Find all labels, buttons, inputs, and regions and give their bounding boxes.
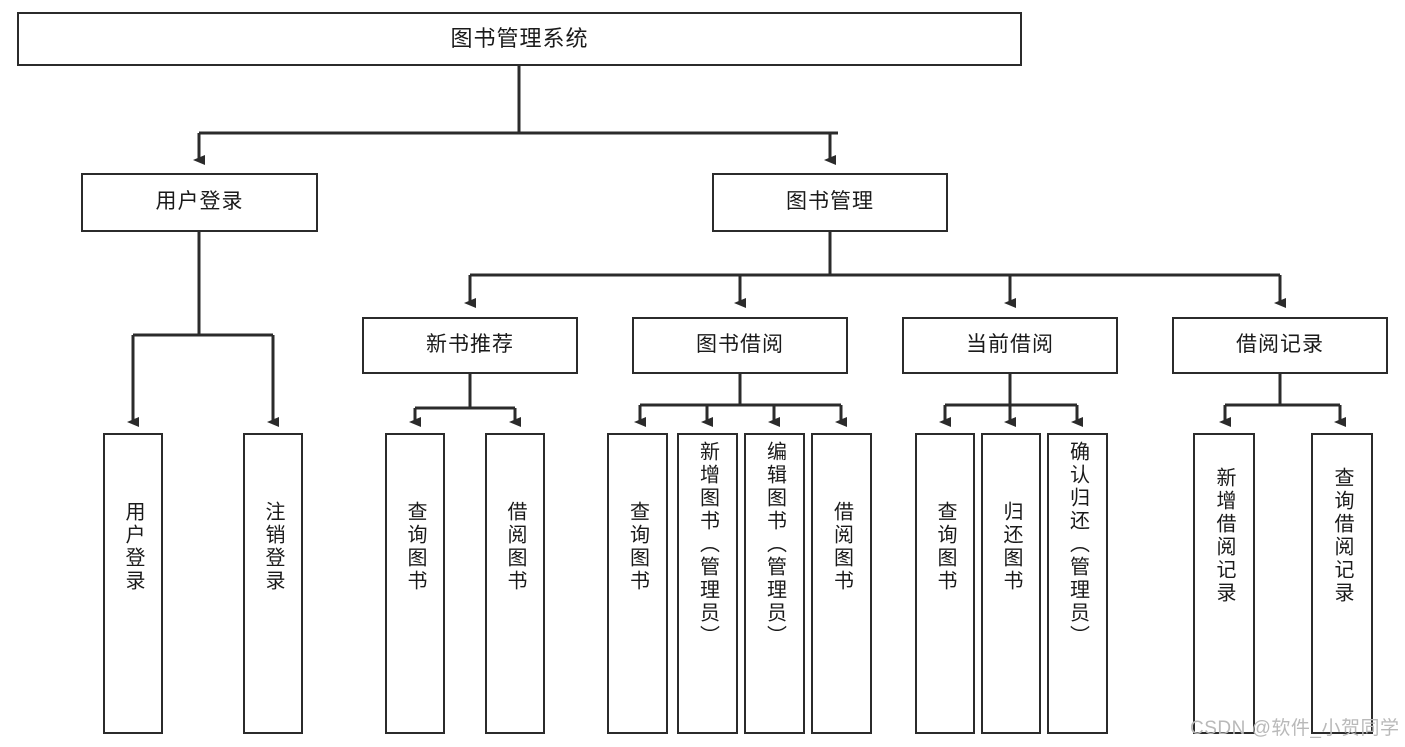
node-label: 查询借阅记录 xyxy=(1331,467,1353,605)
leaf-confirm-return[interactable]: 确认归还（管理员） xyxy=(1047,433,1108,734)
leaf-borrow-book-recommend[interactable]: 借阅图书 xyxy=(485,433,545,734)
node-label: 查询图书 xyxy=(626,501,649,593)
leaf-add-book[interactable]: 新增图书（管理员） xyxy=(677,433,738,734)
node-label: 查询图书 xyxy=(404,501,426,593)
node-book-borrow[interactable]: 图书借阅 xyxy=(632,317,848,374)
node-label: 新书推荐 xyxy=(426,333,514,357)
node-label: 注销登录 xyxy=(262,501,284,593)
node-label: 用户登录 xyxy=(122,501,144,593)
leaf-query-borrow-record[interactable]: 查询借阅记录 xyxy=(1311,433,1373,734)
node-label: 借阅图书 xyxy=(830,501,853,593)
leaf-query-book-recommend[interactable]: 查询图书 xyxy=(385,433,445,734)
node-label: 编辑图书（管理员） xyxy=(763,441,786,648)
node-label: 图书借阅 xyxy=(696,333,784,357)
node-user-login[interactable]: 用户登录 xyxy=(81,173,318,232)
leaf-add-borrow-record[interactable]: 新增借阅记录 xyxy=(1193,433,1255,734)
node-label: 确认归还（管理员） xyxy=(1066,441,1089,648)
leaf-return-book[interactable]: 归还图书 xyxy=(981,433,1041,734)
node-label: 图书管理系统 xyxy=(450,26,589,52)
node-label: 图书管理 xyxy=(786,190,874,214)
node-label: 新增借阅记录 xyxy=(1213,467,1235,605)
csdn-watermark: CSDN @软件_小贺同学 xyxy=(1190,718,1400,739)
node-label: 查询图书 xyxy=(934,501,956,593)
node-new-book-recommend[interactable]: 新书推荐 xyxy=(362,317,578,374)
node-borrow-record[interactable]: 借阅记录 xyxy=(1172,317,1388,374)
node-current-borrow[interactable]: 当前借阅 xyxy=(902,317,1118,374)
node-label: 归还图书 xyxy=(1000,501,1022,593)
node-label: 当前借阅 xyxy=(966,333,1054,357)
leaf-query-book-borrow[interactable]: 查询图书 xyxy=(607,433,668,734)
leaf-user-login[interactable]: 用户登录 xyxy=(103,433,163,734)
node-label: 借阅记录 xyxy=(1236,333,1324,357)
leaf-edit-book[interactable]: 编辑图书（管理员） xyxy=(744,433,805,734)
leaf-borrow-book[interactable]: 借阅图书 xyxy=(811,433,872,734)
node-book-management[interactable]: 图书管理 xyxy=(712,173,948,232)
leaf-query-book-current[interactable]: 查询图书 xyxy=(915,433,975,734)
node-label: 借阅图书 xyxy=(504,501,526,593)
node-label: 用户登录 xyxy=(155,190,244,214)
node-book-management-system[interactable]: 图书管理系统 xyxy=(17,12,1022,66)
node-label: 新增图书（管理员） xyxy=(696,441,719,648)
leaf-logout-login[interactable]: 注销登录 xyxy=(243,433,303,734)
